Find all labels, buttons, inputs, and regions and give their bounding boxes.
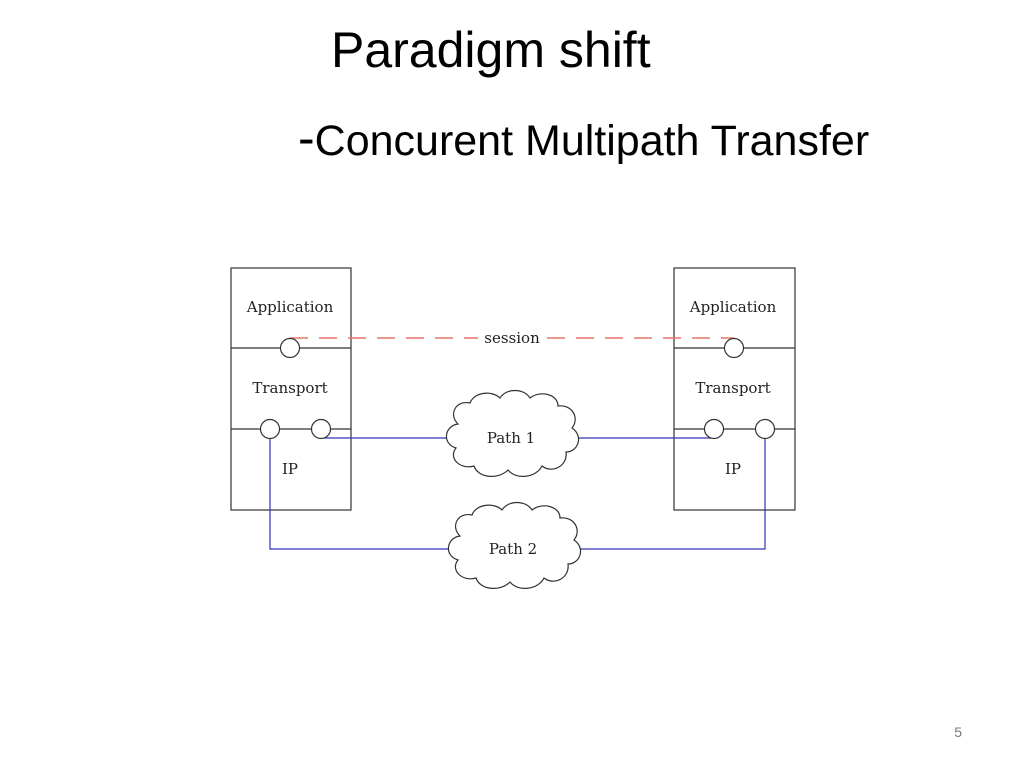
right-session-endpoint-icon [723, 337, 745, 359]
subtitle-dash: - [298, 110, 315, 166]
right-ip-endpoint-b-icon [754, 418, 776, 440]
path-2-line-left [269, 429, 449, 550]
right-ip-endpoint-a-icon [703, 418, 725, 440]
endpoints [259, 337, 776, 440]
page-number: 5 [954, 724, 962, 740]
path-2-line-right [578, 429, 766, 550]
path-1-label: Path 1 [487, 429, 535, 447]
left-layer-application: Application [246, 298, 334, 316]
right-layer-application: Application [689, 298, 777, 316]
left-stack-box [230, 267, 352, 511]
path-1-cloud-icon: Path 1 [445, 389, 580, 477]
left-host-stack: Application Transport IP [230, 267, 352, 511]
session-connection: session [290, 329, 734, 347]
right-layer-ip: IP [725, 460, 741, 478]
path-1-cloud-shape [445, 389, 580, 477]
path-2-label: Path 2 [489, 540, 537, 558]
path-2-cloud-icon: Path 2 [447, 501, 582, 589]
subtitle-text: Concurent Multipath Transfer [314, 117, 870, 165]
left-ip-endpoint-a-icon [259, 418, 281, 440]
left-ip-endpoint-b-icon [310, 418, 332, 440]
left-layer-transport: Transport [252, 379, 327, 397]
slide-title: Paradigm shift [331, 22, 651, 78]
path-2-cloud-shape [447, 501, 582, 589]
slide-subtitle: -Concurent Multipath Transfer [298, 110, 869, 169]
right-host-stack: Application Transport IP [673, 267, 796, 511]
left-session-endpoint-icon [279, 337, 301, 359]
session-label: session [484, 329, 540, 347]
right-layer-transport: Transport [695, 379, 770, 397]
right-stack-box [673, 267, 796, 511]
left-layer-ip: IP [282, 460, 298, 478]
path-2-connection [269, 429, 766, 550]
